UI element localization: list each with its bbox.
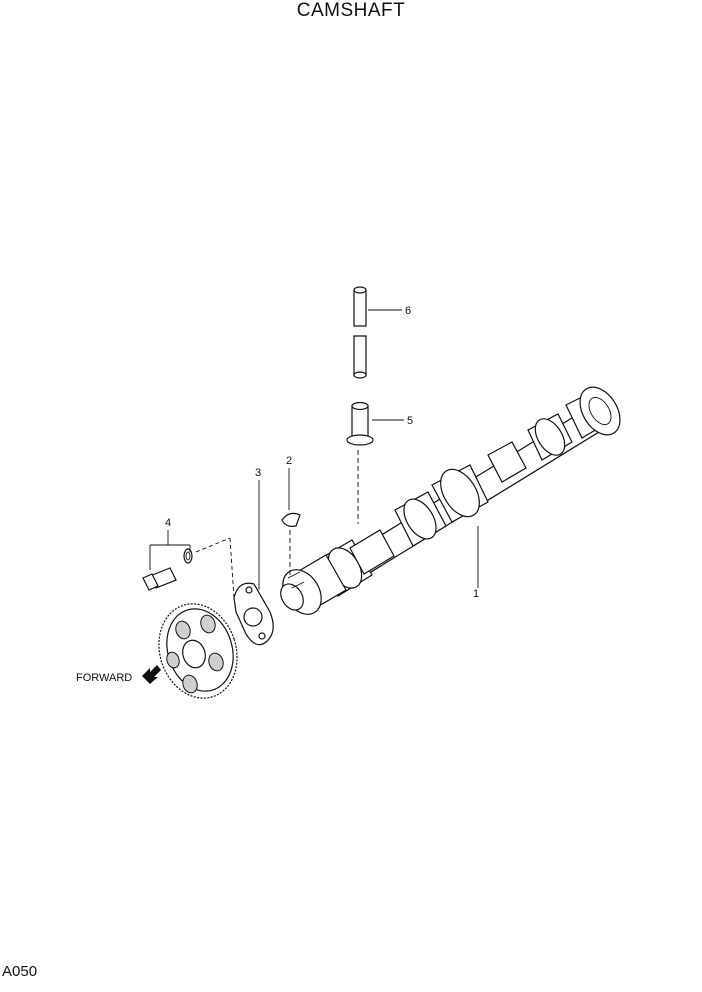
callout-4: 4	[165, 517, 171, 529]
forward-arrow-icon	[142, 665, 161, 684]
callout-2: 2	[286, 455, 292, 467]
thrust-plate	[233, 582, 274, 646]
camshaft	[280, 386, 621, 615]
forward-label: FORWARD	[76, 672, 132, 684]
cam-gear	[158, 603, 238, 699]
callout-leaders	[149, 309, 479, 590]
push-rod	[353, 286, 367, 379]
woodruff-key	[281, 512, 301, 527]
callout-1: 1	[473, 588, 479, 600]
callout-6: 6	[405, 305, 411, 317]
page-title: CAMSHAFT	[296, 0, 406, 21]
callout-5: 5	[407, 415, 413, 427]
page-code: A050	[2, 963, 38, 980]
forward-indicator: FORWARD	[76, 665, 161, 684]
bolt-and-washer	[142, 537, 235, 599]
tappet	[346, 401, 374, 446]
callout-3: 3	[255, 467, 261, 479]
callout-labels: 1 2 3 4 5 6	[165, 305, 479, 600]
